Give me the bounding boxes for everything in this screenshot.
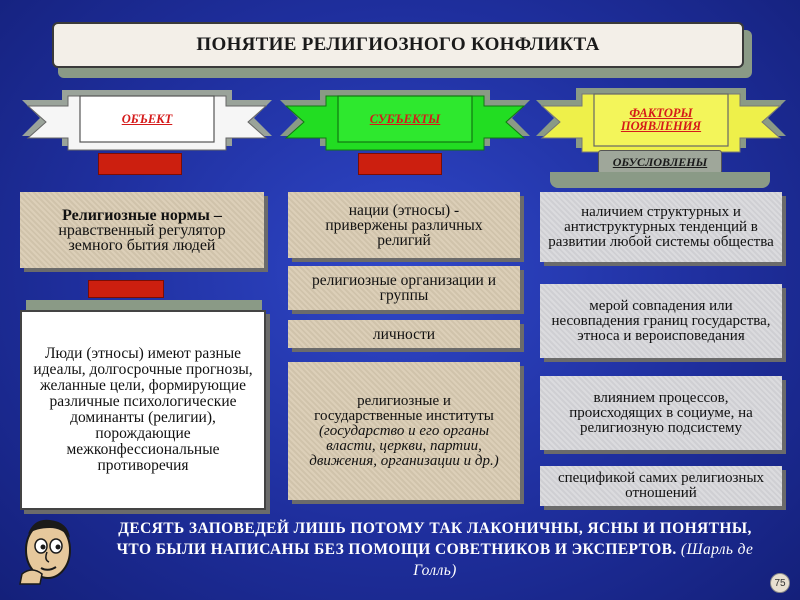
subject-institutions-main: религиозные и государственные институты	[314, 392, 494, 424]
subject-nations-box: нации (этносы) - привержены различных ре…	[288, 192, 520, 258]
quote-block: ДЕСЯТЬ ЗАПОВЕДЕЙ ЛИШЬ ПОТОМУ ТАК ЛАКОНИЧ…	[100, 518, 770, 581]
thinking-man-icon	[14, 514, 80, 586]
conditioned-tab-base	[550, 172, 770, 188]
banner-subjects: СУБЪЕКТЫ	[280, 88, 530, 154]
banner-object-label: ОБЪЕКТ	[121, 111, 173, 126]
object-norms-box: Религиозные нормы – нравственный регулят…	[20, 192, 264, 268]
object-people-box: Люди (этносы) имеют разные идеалы, долго…	[20, 310, 266, 510]
subject-institutions-box: религиозные и государственные институты …	[288, 362, 520, 500]
red-connector-object	[88, 280, 164, 298]
object-norms-bold: Религиозные нормы –	[62, 206, 222, 224]
factor-structural-box: наличием структурных и антиструктурных т…	[540, 192, 782, 262]
banner-factors: ФАКТОРЫ ПОЯВЛЕНИЯ	[536, 86, 786, 156]
subject-organizations-box: религиозные организации и группы	[288, 266, 520, 310]
ribbon-shape-subjects	[280, 90, 530, 151]
factor-society-box: влиянием процессов, происходящих в социу…	[540, 376, 782, 450]
factor-borders-box: мерой совпадения или несовпадения границ…	[540, 284, 782, 358]
object-norms-text: нравственный регулятор земного бытия люд…	[58, 221, 226, 254]
banner-factors-label: ФАКТОРЫ ПОЯВЛЕНИЯ	[594, 94, 728, 146]
page-title: ПОНЯТИЕ РЕЛИГИОЗНОГО КОНФЛИКТА	[52, 22, 744, 68]
quote-author: (Шарль де Голль)	[413, 541, 754, 579]
subject-institutions-note: (государство и его органы власти, церкви…	[309, 422, 499, 469]
page-number: 75	[770, 573, 790, 593]
ribbon-shape-factors	[536, 88, 786, 153]
quote-text: ДЕСЯТЬ ЗАПОВЕДЕЙ ЛИШЬ ПОТОМУ ТАК ЛАКОНИЧ…	[116, 520, 752, 558]
red-arrow-object	[98, 153, 182, 175]
banner-object: ОБЪЕКТ	[22, 88, 272, 154]
subject-persons-box: личности	[288, 320, 520, 348]
factor-relations-box: спецификой самих религиозных отношений	[540, 466, 782, 506]
conditioned-tab: ОБУСЛОВЛЕНЫ	[598, 150, 722, 174]
ribbon-shape-object	[22, 90, 272, 151]
banner-factors-line2: ПОЯВЛЕНИЯ	[620, 119, 702, 133]
banner-factors-line1: ФАКТОРЫ	[629, 106, 693, 120]
banner-subjects-label: СУБЪЕКТЫ	[369, 111, 441, 126]
red-arrow-subjects	[358, 153, 442, 175]
